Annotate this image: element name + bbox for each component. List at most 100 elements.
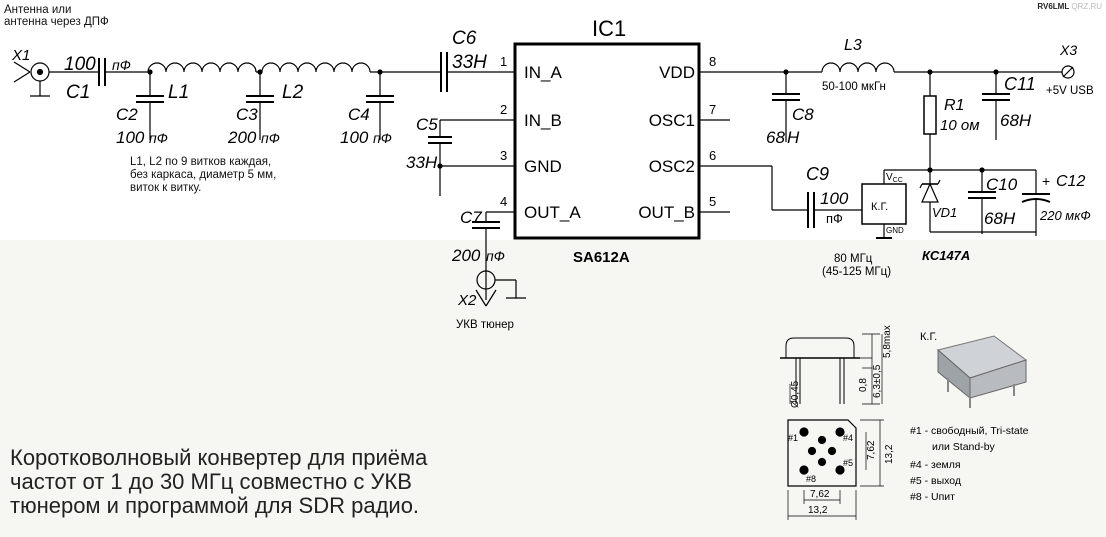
c12-capacitor <box>1021 170 1051 236</box>
x3-ref: X3 <box>1059 42 1077 58</box>
c1-value: 100 <box>64 54 96 75</box>
coil-note: L1, L2 по 9 витков каждая, без каркаса, … <box>130 156 277 194</box>
pin-num-8: 8 <box>709 54 716 69</box>
x1-connector <box>13 61 50 97</box>
pin-num-6: 6 <box>709 148 716 163</box>
l3-value: 50-100 мкГн <box>822 81 886 93</box>
c3-unit: пФ <box>261 130 280 146</box>
dim-h58: 5,8max <box>882 325 893 358</box>
r1-value: 10 ом <box>940 117 979 134</box>
legend-line-3: #4 - земля <box>910 459 961 471</box>
dim-diameter: Ø0,45 <box>790 380 801 408</box>
c8-unit: H <box>787 128 800 147</box>
c10-capacitor <box>968 170 996 234</box>
kg-vcc: VCC <box>886 172 903 184</box>
c2-unit: пФ <box>149 130 168 146</box>
c11-capacitor <box>982 72 1010 140</box>
c8-ref: C8 <box>792 105 814 124</box>
c10-ref: C10 <box>986 175 1018 194</box>
dim-v132: 13,2 <box>884 444 895 464</box>
pin-mark-5: #5 <box>843 458 853 468</box>
kg-gnd: GND <box>886 226 904 235</box>
c9-ref: C9 <box>806 164 829 184</box>
c5-capacitor <box>428 120 452 196</box>
c7-unit: пФ <box>486 248 505 264</box>
c4-capacitor <box>366 72 394 140</box>
c3-capacitor <box>246 72 274 140</box>
kg-vcc-sub: CC <box>893 177 903 184</box>
kg-freq-range: (45-125 МГц) <box>822 266 891 278</box>
c4-unit: пФ <box>373 130 392 146</box>
c7-capacitor <box>472 221 500 260</box>
brand-callsign: RV6LML <box>1037 2 1070 11</box>
pin-name-1: IN_A <box>524 63 562 82</box>
x2-connector <box>475 260 526 307</box>
pin-num-5: 5 <box>709 194 716 209</box>
c9-unit: пФ <box>826 211 843 226</box>
pin-mark-4: #4 <box>843 433 853 443</box>
x3-connector <box>1061 65 1075 79</box>
ic1-part: SA612A <box>573 249 630 266</box>
l3-coil <box>821 62 895 73</box>
c6-value: 33H <box>452 52 487 73</box>
pin-name-5: OUT_B <box>638 203 695 222</box>
c8-value: 68 <box>766 128 785 147</box>
l3-ref: L3 <box>844 37 862 54</box>
legend-line-2: или Stand-by <box>932 441 996 453</box>
c2-value: 100 <box>116 128 145 147</box>
c4-value: 100 <box>340 128 369 147</box>
vd1-part: КС147А <box>922 248 970 263</box>
pin-name-7: OSC1 <box>649 111 695 130</box>
c12-value: 220 мкФ <box>1039 208 1091 223</box>
ic1-body <box>513 42 701 240</box>
c1-capacitor <box>98 58 106 86</box>
c7-value: 200 <box>451 246 481 265</box>
x3-label: +5V USB <box>1046 85 1094 97</box>
c11-value: 68H <box>1000 111 1032 130</box>
l2-label: L2 <box>282 82 304 103</box>
x2-label: X2 <box>457 292 477 309</box>
dim-h63: 6,3±0,5 <box>872 364 883 398</box>
c2-ref: C2 <box>116 105 138 124</box>
legend-line-1: #1 - свободный, Tri-state <box>910 425 1029 437</box>
package-side-view <box>780 333 883 405</box>
vd1-ref: VD1 <box>932 205 957 220</box>
antenna-note: Антенна или антенна через ДПФ <box>4 4 109 28</box>
x1-label: X1 <box>11 47 30 64</box>
pin-name-8: VDD <box>659 63 695 82</box>
l1-label: L1 <box>168 82 189 103</box>
legend-line-5: #8 - Uпит <box>910 491 955 503</box>
oscillator-photo <box>936 335 1028 408</box>
dim-v762: 7,62 <box>866 440 877 460</box>
c10-value: 68H <box>984 209 1016 228</box>
pin-num-4: 4 <box>500 194 507 209</box>
l1-coil <box>147 62 257 73</box>
package-top-view <box>787 419 884 520</box>
brand-site: QRZ.RU <box>1071 2 1102 11</box>
c4-ref: C4 <box>348 105 370 124</box>
pin-mark-8: #8 <box>806 474 816 484</box>
r1-ref: R1 <box>944 97 964 114</box>
c12-ref: C12 <box>1056 173 1085 190</box>
c5-ref: C5 <box>416 115 438 134</box>
c11-ref: C11 <box>1004 74 1036 94</box>
pin-name-2: IN_B <box>524 111 562 130</box>
c9-value: 100 <box>820 189 849 208</box>
pin-legend: #1 - свободный, Tri-state или Stand-by #… <box>910 425 1029 503</box>
pin-mark-1: #1 <box>788 433 798 443</box>
pin-num-7: 7 <box>709 102 716 117</box>
c3-ref: C3 <box>236 105 258 124</box>
c7-ref: C7 <box>460 208 482 227</box>
pin-name-6: OSC2 <box>649 157 695 176</box>
dim-w762: 7,62 <box>810 489 830 500</box>
vd1-zener <box>919 170 941 232</box>
c3-value: 200 <box>227 128 257 147</box>
kg-label: К.Г. <box>871 201 888 213</box>
brand-label: RV6LML QRZ.RU <box>1037 2 1102 11</box>
photo-label: К.Г. <box>920 331 937 343</box>
c1-ref: C1 <box>66 82 90 103</box>
lower-background <box>0 240 1106 537</box>
description-caption: Коротковолновый конвертер для приёма час… <box>10 445 428 518</box>
